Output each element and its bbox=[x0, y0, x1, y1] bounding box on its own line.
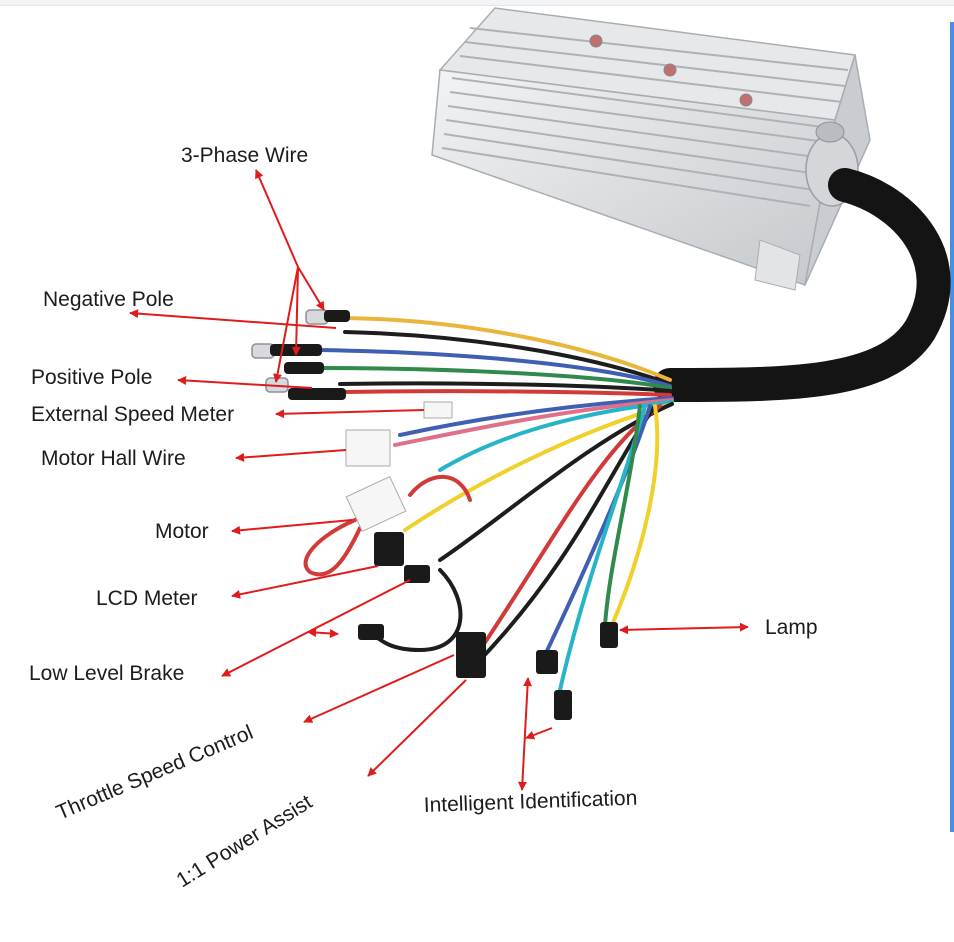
label-throttle-speed-control: Throttle Speed Control bbox=[53, 721, 256, 825]
arrow-motor-hall-wire bbox=[235, 449, 347, 462]
label-motor-hall-wire: Motor Hall Wire bbox=[41, 447, 186, 470]
arrow-3-phase-t1 bbox=[297, 266, 325, 311]
controller-box-icon bbox=[431, 7, 871, 291]
arrow-external-speed-meter bbox=[275, 409, 425, 419]
arrow-lamp bbox=[619, 622, 749, 635]
top-bar bbox=[0, 0, 954, 6]
label-3-phase-wire: 3-Phase Wire bbox=[181, 144, 308, 167]
arrow-motor bbox=[231, 519, 353, 535]
label-intelligent-identification: Intelligent Identification bbox=[423, 787, 637, 817]
callout-arrows bbox=[129, 169, 749, 791]
label-negative-pole: Negative Pole bbox=[43, 288, 174, 311]
arrow-low-level-brake bbox=[221, 579, 411, 677]
arrow-intelligent-id-2 bbox=[525, 727, 553, 740]
arrow-throttle-speed-control bbox=[303, 654, 455, 723]
wire-bundle bbox=[303, 316, 674, 692]
arrow-intelligent-id bbox=[517, 677, 533, 791]
label-external-speed-meter: External Speed Meter bbox=[31, 403, 234, 426]
label-lamp: Lamp bbox=[765, 616, 818, 639]
label-positive-pole: Positive Pole bbox=[31, 366, 152, 389]
cable-harness-icon bbox=[653, 168, 951, 402]
connector-plug-icon bbox=[345, 401, 618, 720]
arrow-brake-double bbox=[307, 628, 339, 638]
arrow-lcd-meter bbox=[231, 565, 379, 599]
arrow-3-phase-t2 bbox=[291, 266, 301, 356]
arrow-3-phase-up bbox=[255, 169, 299, 268]
label-low-level-brake: Low Level Brake bbox=[29, 662, 184, 685]
arrow-power-assist bbox=[367, 679, 467, 777]
label-lcd-meter: LCD Meter bbox=[96, 587, 198, 610]
arrow-negative-pole bbox=[129, 309, 337, 329]
label-power-assist: 1:1 Power Assist bbox=[172, 790, 316, 892]
label-motor: Motor bbox=[155, 520, 209, 543]
scroll-edge-strip bbox=[950, 22, 954, 832]
arrow-positive-pole bbox=[177, 375, 313, 389]
